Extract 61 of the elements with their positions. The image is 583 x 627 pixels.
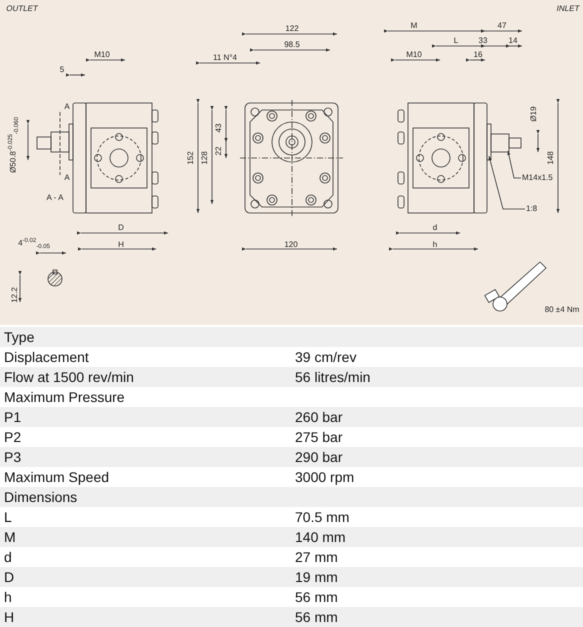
spec-value: 290 bar [295,448,342,466]
section-title: A - A [46,194,64,202]
section-mark: A [64,103,70,111]
dimension-label: 128 [201,151,209,165]
spec-name: h [4,588,12,606]
spec-value: 260 bar [295,408,342,426]
spec-name: P3 [4,448,22,466]
spec-value: 140 mm [295,528,346,546]
spec-name: Flow at 1500 rev/min [4,368,134,386]
spec-name: P2 [4,428,22,446]
dimension-label: 120 [284,241,298,249]
dimension-label: M10 [94,51,110,59]
dimension-label: 43 [215,124,223,132]
dimension-label: 16 [474,51,482,59]
spec-name: Displacement [4,348,89,366]
view-title: INLET [556,5,580,13]
dimension-label: 98.5 [284,41,300,49]
spec-value: 56 mm [295,608,338,626]
dimension-label: 22 [215,146,223,156]
spec-name: L [4,508,12,526]
spec-value: 3000 rpm [295,468,354,486]
spec-value: 70.5 mm [295,508,350,526]
callout-label: M14x1.5 [522,173,553,183]
dimension-label: 12.2 [11,287,19,303]
spec-name: P1 [4,408,22,426]
dimension-label: d [432,224,438,232]
spec-name: M [4,528,16,546]
dimension-label: D [118,224,124,232]
dimension-label: 33 [478,37,488,45]
view-title: OUTLET [6,5,38,13]
leader-line [507,150,522,178]
dimension-label: L [454,37,458,45]
dimension-label: 152 [187,151,195,165]
dimension-label: M [410,22,418,30]
spec-name: H [4,608,14,626]
spec-name: D [4,568,14,586]
dimension-label: 47 [498,22,506,30]
torque-label: 80 ±4 Nm [544,306,580,314]
spec-value: 56 litres/min [295,368,370,386]
dimension-label: M10 [406,51,422,59]
dimension-label: Ø19 [530,106,538,122]
dimension-label: 11 N°4 [213,54,237,62]
leader-line [488,156,526,210]
spec-value: 39 cm/rev [295,348,356,366]
dimension-label: H [118,241,124,249]
dimension-label: 148 [547,151,555,165]
dimension-label: h [432,241,438,249]
callout-label: 1:8 [526,204,538,214]
dimension-label: 5 [60,66,64,74]
spec-value: 56 mm [295,588,338,606]
spec-name: Maximum Pressure [4,388,125,406]
section-mark: A [64,174,70,182]
spec-name: Type [4,328,34,346]
spec-value: 27 mm [295,548,338,566]
spec-name: Maximum Speed [4,468,110,486]
spec-value: 275 bar [295,428,342,446]
dimension-label: 14 [508,37,518,45]
spec-value: 19 mm [295,568,338,586]
spec-name: d [4,548,12,566]
dimension-label: 122 [285,25,299,33]
spec-name: Dimensions [4,488,78,506]
